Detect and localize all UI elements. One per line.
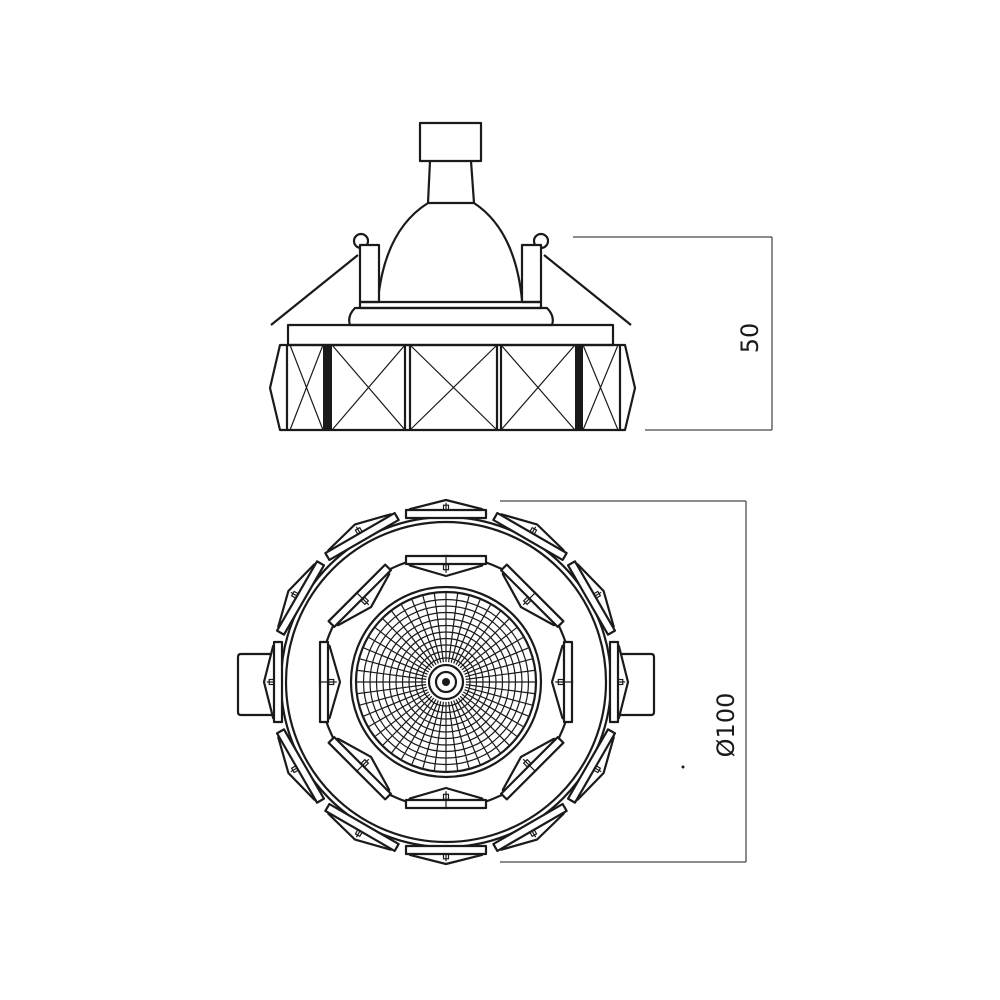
- outer-crystal: [404, 844, 488, 866]
- outer-crystal: [262, 640, 284, 724]
- inner-crystal: [550, 640, 574, 724]
- grid-spoke: [375, 627, 431, 671]
- grid-spoke: [363, 689, 428, 717]
- bottom-view: [236, 498, 656, 866]
- inner-crystals: [318, 554, 574, 810]
- outer-crystal: [324, 511, 400, 562]
- grid-spoke: [459, 618, 510, 669]
- grid-spoke: [382, 695, 433, 746]
- outer-crystals: [262, 498, 630, 866]
- side-view: [268, 121, 637, 432]
- grid-spoke: [359, 686, 427, 706]
- grid-spoke: [391, 697, 435, 753]
- grid-spoke: [465, 686, 533, 706]
- grid-spoke: [359, 658, 427, 678]
- lamp-neck: [426, 160, 476, 205]
- inner-crystal: [318, 640, 342, 724]
- crystal-band: [268, 343, 637, 432]
- grid-spoke: [455, 699, 492, 760]
- grid-spoke: [433, 701, 444, 771]
- grid-spoke: [357, 684, 427, 695]
- outer-crystal: [324, 802, 400, 853]
- lamp-dome: [376, 202, 524, 301]
- outer-crystal: [566, 728, 617, 804]
- inner-crystal: [404, 786, 488, 810]
- grid-spoke: [459, 695, 510, 746]
- grid-spoke: [464, 689, 529, 717]
- mount-base: [348, 306, 554, 327]
- inner-crystal: [404, 554, 488, 578]
- inner-crystal: [500, 563, 565, 628]
- inner-crystal: [500, 736, 565, 801]
- grid-spoke: [411, 700, 439, 765]
- right-bracket: [520, 243, 543, 304]
- grid-spoke: [463, 691, 524, 728]
- grid-spoke: [363, 647, 428, 675]
- grid-spoke: [465, 684, 535, 695]
- grid-spoke: [422, 595, 442, 663]
- grid-spoke: [450, 595, 470, 663]
- flange: [286, 323, 615, 347]
- grid-spoke: [463, 636, 524, 673]
- outer-crystal: [492, 802, 568, 853]
- grid-spoke: [368, 691, 429, 728]
- reflector-rim: [349, 585, 543, 779]
- outer-crystal: [608, 640, 630, 724]
- outer-crystal: [566, 560, 617, 636]
- grid-spoke: [453, 599, 481, 664]
- grid-spoke: [457, 611, 501, 667]
- grid-spoke: [465, 658, 533, 678]
- right-spring-clip: [543, 254, 632, 326]
- grid-spoke: [368, 636, 429, 673]
- left-clip-tab: [236, 652, 274, 717]
- right-clip-tab: [618, 652, 656, 717]
- grid-spoke: [400, 699, 437, 760]
- grid-spoke: [461, 693, 517, 737]
- grid-spoke: [464, 647, 529, 675]
- grid-spoke: [422, 701, 442, 769]
- grid-spoke: [448, 701, 459, 771]
- grid-spoke: [450, 701, 470, 769]
- connector-cap: [418, 121, 483, 163]
- grid-spoke: [391, 611, 435, 667]
- outer-crystal: [275, 560, 326, 636]
- grid-spoke: [400, 604, 437, 665]
- grid-spoke: [455, 604, 492, 665]
- grid-spoke: [433, 593, 444, 663]
- grid-spoke: [465, 669, 535, 680]
- reflector-grid: [357, 593, 535, 771]
- grid-spoke: [382, 618, 433, 669]
- inner-crystal: [327, 563, 392, 628]
- grid-spoke: [375, 693, 431, 737]
- grid-spoke: [457, 697, 501, 753]
- grid-spoke: [411, 599, 439, 664]
- outer-crystal: [275, 728, 326, 804]
- left-bracket: [358, 243, 381, 304]
- diameter-dimension: Ø100: [500, 500, 747, 863]
- height-label: 50: [736, 323, 764, 354]
- inner-crystal: [327, 736, 392, 801]
- height-dimension: 50: [573, 236, 773, 431]
- outer-crystal: [404, 498, 488, 520]
- outer-crystal: [492, 511, 568, 562]
- grid-spoke: [461, 627, 517, 671]
- grid-spoke: [448, 593, 459, 663]
- grid-spoke: [453, 700, 481, 765]
- grid-spoke: [357, 669, 427, 680]
- center-mark: [681, 765, 685, 769]
- diameter-label: Ø100: [712, 693, 740, 758]
- left-spring-clip: [270, 254, 359, 326]
